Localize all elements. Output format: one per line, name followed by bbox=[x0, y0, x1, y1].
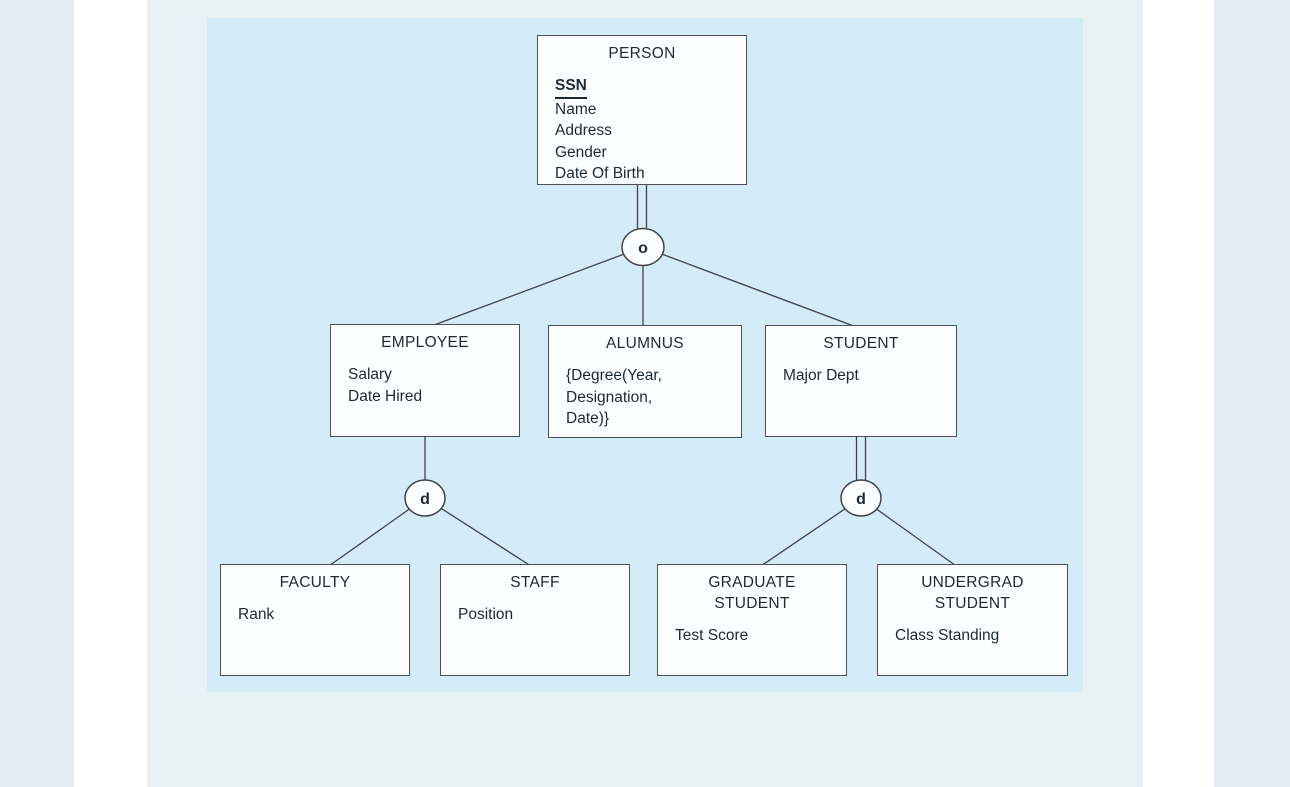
entity-attributes: Salary Date Hired bbox=[331, 353, 519, 407]
entity-title: EMPLOYEE bbox=[381, 334, 469, 351]
attribute: Class Standing bbox=[895, 627, 1000, 644]
attribute: Name bbox=[555, 100, 597, 118]
entity-title: PERSON bbox=[608, 45, 676, 62]
attribute-key: SSN bbox=[555, 75, 738, 99]
entity-title: STUDENT bbox=[823, 335, 899, 352]
entity-title: FACULTY bbox=[279, 574, 351, 591]
entity-title-line2: STUDENT bbox=[714, 595, 790, 612]
attribute: Designation, bbox=[566, 388, 653, 406]
entity-title: ALUMNUS bbox=[606, 335, 684, 352]
entity-box-person: PERSON SSN Name Address Gender Date Of B… bbox=[537, 35, 747, 185]
entity-box-faculty: FACULTY Rank bbox=[220, 564, 410, 676]
entity-attributes: Test Score bbox=[658, 614, 846, 647]
entity-box-graduate-student: GRADUATE STUDENT Test Score bbox=[657, 564, 847, 676]
entity-attributes: Class Standing bbox=[878, 614, 1067, 647]
entity-box-employee: EMPLOYEE Salary Date Hired bbox=[330, 324, 520, 437]
entity-attributes: Rank bbox=[221, 593, 409, 626]
attribute: Address bbox=[555, 122, 612, 139]
entity-title: STAFF bbox=[510, 574, 560, 591]
attribute: Salary bbox=[348, 366, 392, 383]
attribute: Date Of Birth bbox=[555, 165, 645, 182]
entity-attributes: {Degree(Year, Designation, Date)} bbox=[549, 354, 741, 430]
attribute: Gender bbox=[555, 143, 607, 161]
entity-attributes: Position bbox=[441, 593, 629, 626]
entity-box-student: STUDENT Major Dept bbox=[765, 325, 957, 437]
attribute: {Degree(Year, bbox=[566, 367, 662, 384]
entity-box-staff: STAFF Position bbox=[440, 564, 630, 676]
attribute: Date)} bbox=[566, 410, 610, 427]
entity-attributes: SSN Name Address Gender Date Of Birth bbox=[538, 64, 746, 185]
attribute: Rank bbox=[238, 606, 275, 623]
entity-box-undergrad-student: UNDERGRAD STUDENT Class Standing bbox=[877, 564, 1068, 676]
entity-title: UNDERGRAD bbox=[921, 574, 1024, 591]
entity-title: GRADUATE bbox=[708, 574, 796, 591]
entity-attributes: Major Dept bbox=[766, 354, 956, 387]
attribute: Test Score bbox=[675, 627, 749, 644]
entity-box-alumnus: ALUMNUS {Degree(Year, Designation, Date)… bbox=[548, 325, 742, 438]
attribute: Major Dept bbox=[783, 367, 859, 384]
entity-title-line2: STUDENT bbox=[934, 595, 1011, 612]
attribute: Date Hired bbox=[348, 387, 423, 405]
attribute: Position bbox=[458, 606, 514, 623]
